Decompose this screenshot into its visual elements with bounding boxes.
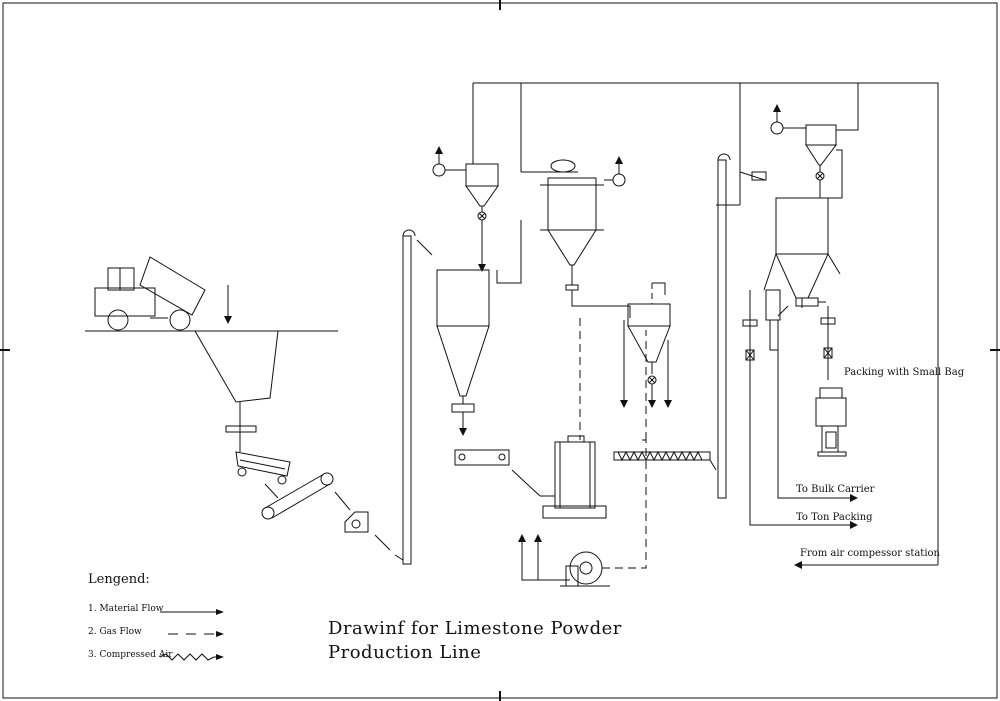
legend-item-material: 1. Material Flow <box>88 604 164 614</box>
cyclone-separator <box>620 282 672 408</box>
legend-material-flow-line <box>160 609 224 615</box>
receiving-hopper <box>194 330 279 403</box>
vibrating-feeder <box>235 451 291 485</box>
raw-material-silo <box>436 269 490 436</box>
feed-arrow <box>264 483 279 499</box>
dust-collector-2 <box>805 124 843 199</box>
bucket-elevator-2 <box>717 153 731 499</box>
hammer-crusher <box>344 511 369 533</box>
title-line-1: Drawinf for Limestone Powder <box>328 618 622 639</box>
label-bulk-carrier: To Bulk Carrier <box>796 484 875 495</box>
belt-feeder <box>454 449 510 466</box>
exhaust-fan-2 <box>604 156 626 187</box>
legend-compressed-air-line <box>159 653 224 661</box>
dump-truck-icon <box>94 256 206 331</box>
feeder-valve-1 <box>225 422 257 436</box>
dust-collector-1 <box>465 163 499 272</box>
label-air-compressor: From air compessor station <box>800 548 940 559</box>
label-ton-packing: To Ton Packing <box>796 512 873 523</box>
gas-return-duct <box>602 439 647 569</box>
elevator-1-discharge <box>416 239 433 256</box>
ton-packing-line <box>749 290 856 526</box>
legend-item-gas: 2. Gas Flow <box>88 627 142 637</box>
legend-gas-flow-line <box>168 631 224 637</box>
packing-machine <box>815 387 847 457</box>
legend-heading: Lengend: <box>88 572 150 587</box>
legend-item-air: 3. Compressed Air <box>88 650 173 660</box>
duct-to-cyclone <box>571 290 631 318</box>
finished-product-silo <box>763 197 841 308</box>
belt-conveyor <box>261 472 334 520</box>
valve-left <box>742 319 758 361</box>
screw-conveyor <box>613 450 711 462</box>
top-duct-1 <box>472 82 741 206</box>
valve-right <box>820 317 836 359</box>
bucket-elevator-1 <box>394 229 416 565</box>
pulse-dust-collector <box>540 159 604 291</box>
blower <box>560 551 610 587</box>
title-line-2: Production Line <box>328 642 482 663</box>
exhaust-fan-1 <box>432 146 466 177</box>
exhaust-fan-3 <box>770 104 806 135</box>
grinding-mill <box>542 435 607 519</box>
bulk-carrier-line <box>777 350 856 499</box>
label-packing-small-bag: Packing with Small Bag <box>844 367 965 378</box>
bulk-loader <box>765 289 826 351</box>
